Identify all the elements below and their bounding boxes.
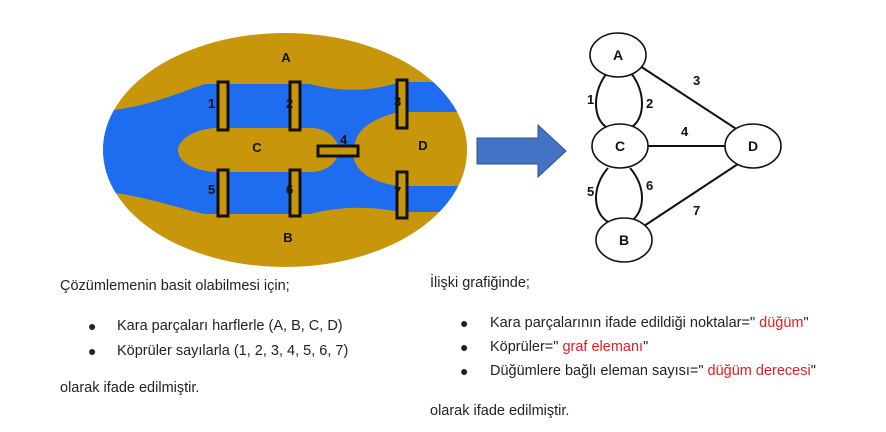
bridge-6 [288,168,302,218]
graph-edge-3 [639,65,745,135]
bridge-2 [288,80,302,132]
bridge-label-1: 1 [208,96,215,111]
graph-node-c [591,123,649,169]
island-c [178,128,338,172]
bullet-icon: ● [88,318,97,334]
edge-label-6: 6 [646,178,653,193]
bullet-icon: ● [460,339,469,355]
bridge-label-3: 3 [394,94,401,109]
highlight-term: graf elemanı [562,339,644,355]
bridge-label-4: 4 [340,132,348,147]
graph-node-label-d: D [748,138,758,154]
right-bullet-1-text: Kara parçalarının ifade edildiği noktala… [490,315,809,331]
edge-label-2: 2 [646,96,653,111]
bridge-4 [316,144,360,158]
left-bullet-1-text: Kara parçaları harflerle (A, B, C, D) [117,318,343,334]
land-d [353,112,467,186]
edge-label-3: 3 [693,73,700,88]
graph-node-label-a: A [613,47,623,63]
graph-edge-6 [629,167,643,223]
graph-edge-1 [595,71,609,129]
bridge-7 [395,170,409,220]
graph-node-label-b: B [619,232,629,248]
left-bullet-2-text: Köprüler sayılarla (1, 2, 3, 4, 5, 6, 7) [117,343,349,359]
edge-label-7: 7 [693,203,700,218]
bridge-label-6: 6 [286,182,293,197]
bridge-1 [216,80,230,132]
left-outro: olarak ifade edilmiştir. [60,380,200,396]
edge-label-4: 4 [681,124,689,139]
highlight-term: düğüm [759,315,804,331]
graph-node-d [724,123,782,169]
right-outro: olarak ifade edilmiştir. [430,403,570,419]
land-label-d: D [418,138,427,153]
graph-node-b [595,217,653,263]
right-arrow-icon [476,123,567,179]
right-intro: İlişki grafiğinde; [430,275,530,291]
bridge-label-7: 7 [394,184,401,199]
right-bullet-2-text: Köprüler=" graf elemanı" [490,339,649,355]
highlight-term: düğüm derecesi [707,363,811,379]
left-intro: Çözümlemenin basit olabilmesi için; [60,278,290,294]
bridge-3 [395,78,409,130]
bridge-5 [216,168,230,218]
graph-edge-5 [595,167,609,223]
bridge-label-5: 5 [208,182,215,197]
graph-edge-2 [629,71,643,129]
bridge-label-2: 2 [286,96,293,111]
edge-label-5: 5 [587,184,594,199]
graph-node-label-c: C [615,138,625,154]
bullet-icon: ● [460,363,469,379]
river [103,82,467,214]
bullet-icon: ● [460,315,469,331]
bullet-icon: ● [88,343,97,359]
land-label-a: A [281,50,291,65]
land-label-c: C [252,140,262,155]
right-bullet-3-text: Düğümlere bağlı eleman sayısı=" düğüm de… [490,363,816,379]
land-label-b: B [283,230,292,245]
graph-edge-7 [643,159,745,227]
edge-label-1: 1 [587,92,594,107]
graph-node-a [589,32,647,78]
